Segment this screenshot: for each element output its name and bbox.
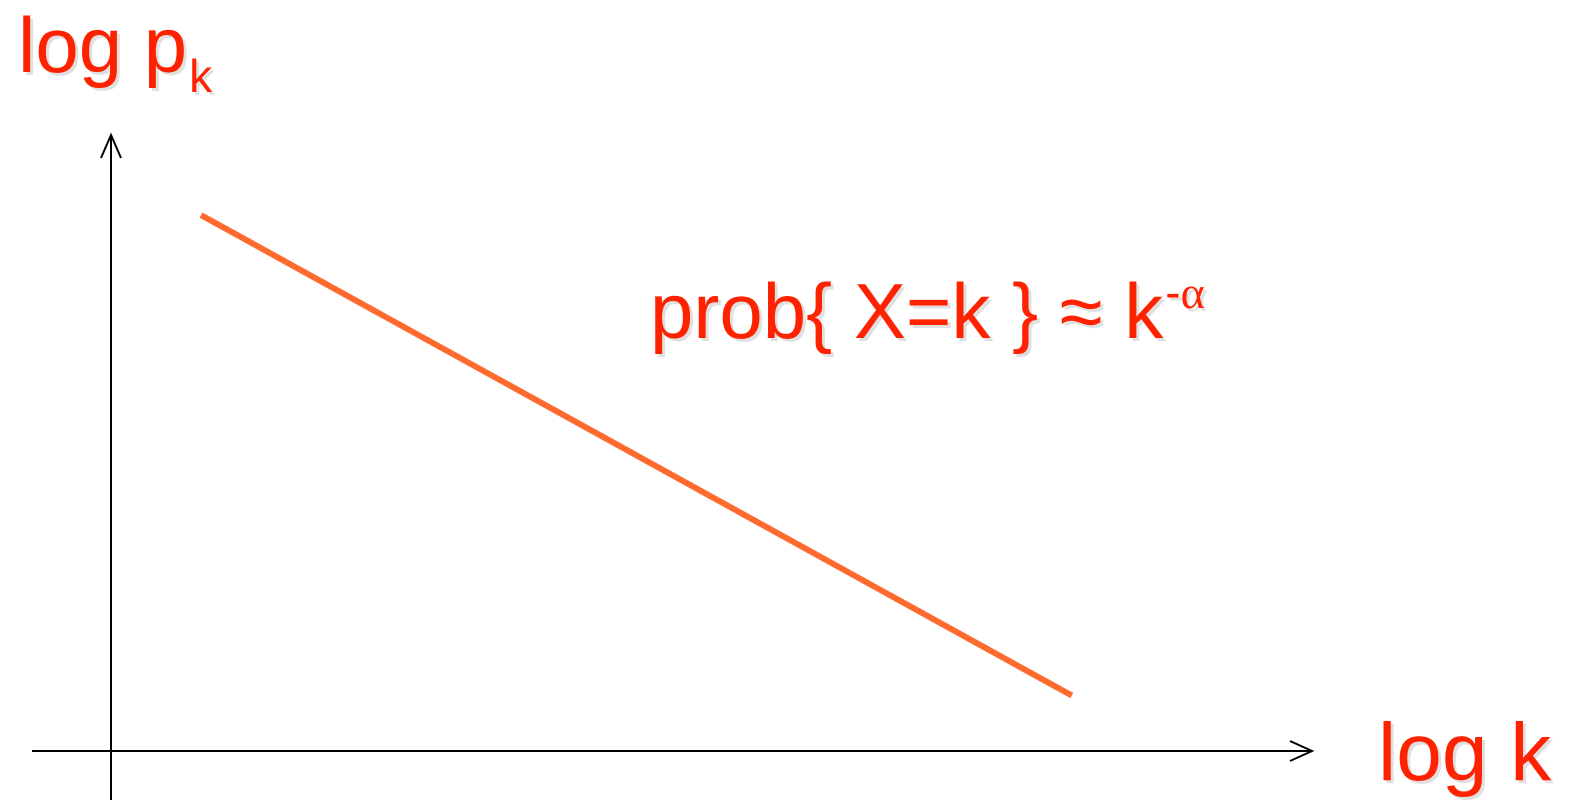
y-axis-label-main: log p [18, 1, 188, 89]
y-axis-label: log pk [18, 6, 212, 99]
power-law-line [199, 212, 1074, 699]
x-axis-label: log k [1378, 707, 1552, 798]
x-axis-arrowhead [1289, 740, 1315, 762]
y-axis-label-subscript: k [189, 50, 213, 102]
formula-exponent-symbol: α [1180, 267, 1205, 318]
y-axis-arrowhead [100, 132, 122, 159]
formula-exponent: -α [1165, 267, 1204, 318]
formula-base: prob{ X=k } ≈ k [650, 267, 1164, 355]
formula-exponent-sign: - [1165, 266, 1181, 318]
formula-label: prob{ X=k } ≈ k-α [650, 269, 1205, 350]
